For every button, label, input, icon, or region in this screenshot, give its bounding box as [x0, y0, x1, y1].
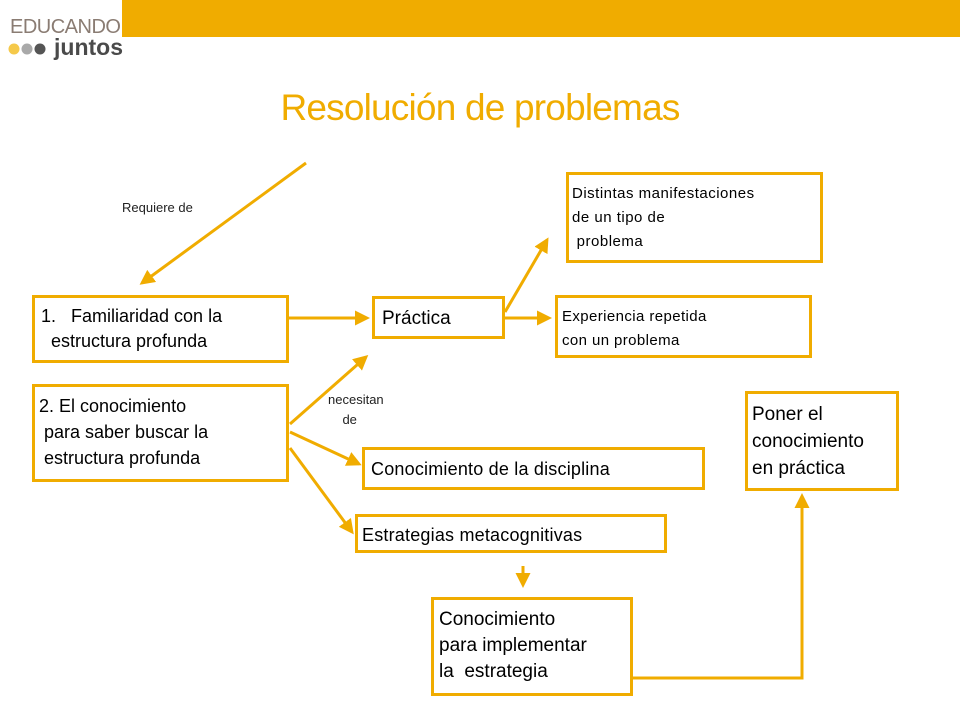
page-title: Resolución de problemas: [280, 87, 680, 128]
box-conocimiento-disciplina: Conocimiento de la disciplina: [362, 447, 705, 490]
header-bar: [0, 0, 960, 37]
arrow-conocimiento-to-estrategias: [288, 447, 354, 535]
box-familiaridad: 1. Familiaridad con la estructura profun…: [32, 295, 289, 363]
arrow-title-to-familiaridad: [139, 161, 307, 285]
label-requiere-de: Requiere de: [122, 200, 193, 215]
box-distintas-manifestaciones: Distintas manifestaciones de un tipo de …: [566, 172, 823, 263]
logo: EDUCANDO juntos: [0, 0, 123, 62]
label-necesitan-de: necesitan de: [328, 392, 384, 427]
box-estrategias-metacognitivas: Estrategias metacognitivas: [355, 514, 667, 553]
box-conocimiento-implementar: Conocimiento para implementar la estrate…: [431, 597, 633, 696]
logo-word-juntos: juntos: [54, 34, 123, 60]
box-conocimiento-buscar: 2. El conocimiento para saber buscar la …: [32, 384, 289, 482]
logo-word-educando: EDUCANDO: [10, 16, 121, 38]
box-poner-en-practica: Poner el conocimiento en práctica: [745, 391, 899, 491]
arrow-conocimiento-to-practica: [289, 355, 369, 426]
arrow-implementar-to-poner: [633, 493, 810, 680]
arrow-practica-to-distintas: [503, 237, 549, 313]
logo-dots-icon: [8, 43, 46, 55]
box-experiencia-repetida: Experiencia repetida con un problema: [555, 295, 812, 358]
arrow-conocimiento-to-disciplina: [289, 430, 362, 466]
box-practica: Práctica: [372, 296, 505, 339]
